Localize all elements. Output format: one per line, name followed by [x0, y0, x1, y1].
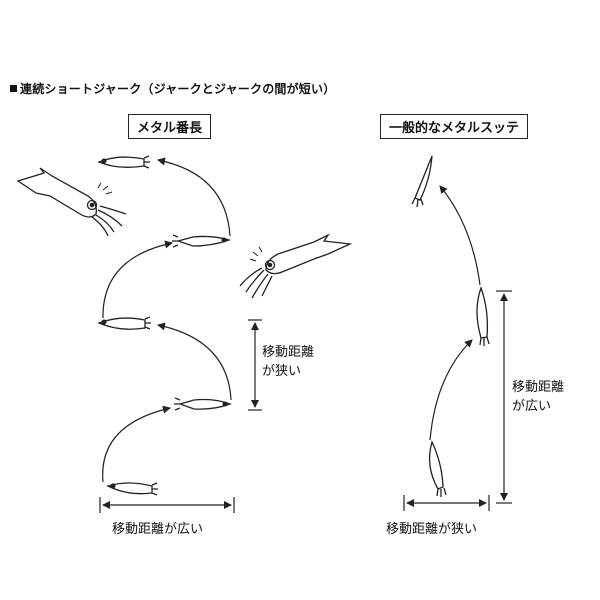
- right-panel-title: 一般的なメタルスッテ: [380, 114, 529, 139]
- arc-right-1: [429, 339, 473, 441]
- dimension-vertical-right: [496, 290, 512, 504]
- metal-jig-left-2: [172, 234, 232, 248]
- metal-sutte-right-2: [476, 286, 490, 346]
- metal-jig-left-3: [97, 316, 151, 330]
- metal-sutte-right-1: [411, 155, 433, 208]
- metal-jig-left-1: [97, 155, 150, 169]
- arc-left-2: [157, 322, 232, 401]
- right-bottom-label: 移動距離が狭い: [386, 522, 478, 537]
- dimension-vertical-left: [248, 319, 262, 411]
- section-heading: 連続ショートジャーク（ジャークとジャークの間が短い）: [10, 80, 335, 97]
- section-heading-text: 連続ショートジャーク（ジャークとジャークの間が短い）: [20, 82, 336, 96]
- squid-illustration-right: [239, 233, 353, 299]
- right-vertical-label: 移動距離 が広い: [512, 378, 564, 416]
- left-vertical-label: 移動距離 が狭い: [262, 343, 314, 381]
- dimension-horizontal-left: [99, 497, 235, 513]
- metal-jig-left-5: [106, 482, 158, 496]
- arc-right-2: [439, 185, 481, 286]
- left-vertical-label-line2: が狭い: [262, 364, 302, 379]
- right-vertical-label-line1: 移動距離: [512, 380, 565, 395]
- left-bottom-label: 移動距離が広い: [112, 522, 204, 537]
- arc-left-1: [102, 405, 171, 483]
- squid-illustration-left: [16, 167, 127, 237]
- left-panel-title: メタル番長: [128, 114, 212, 139]
- metal-jig-left-4: [174, 397, 232, 411]
- dimension-horizontal-right: [403, 495, 490, 511]
- arc-left-4: [157, 157, 231, 237]
- bullet-icon: [10, 85, 17, 92]
- metal-sutte-right-3: [428, 440, 447, 497]
- arc-left-3: [102, 240, 173, 319]
- right-vertical-label-line2: が広い: [512, 399, 552, 414]
- left-vertical-label-line1: 移動距離: [262, 345, 315, 360]
